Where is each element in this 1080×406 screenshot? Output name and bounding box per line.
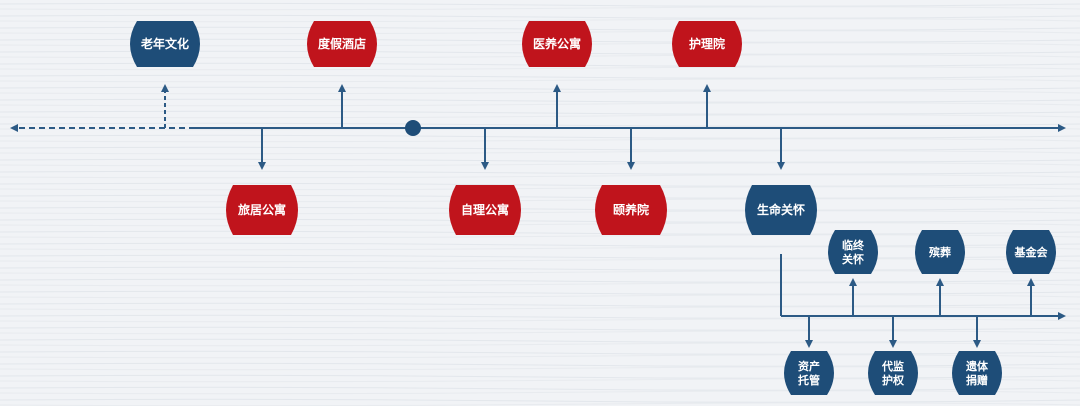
sub-upper-node-0-shape <box>828 230 878 274</box>
upper-node-1-shape <box>307 21 377 67</box>
sub-lower-node-0: 资产托管 <box>784 351 834 395</box>
sub-upper-node-0: 临终关怀 <box>828 230 878 274</box>
upper-node-2-shape <box>522 21 592 67</box>
lower-node-3: 生命关怀 <box>745 185 817 235</box>
upper-node-0: 老年文化 <box>130 21 200 67</box>
lower-node-2: 颐养院 <box>595 185 667 235</box>
lower-node-3-label: 生命关怀 <box>757 202 805 217</box>
lower-node-1-shape <box>449 185 521 235</box>
lower-node-0-label: 旅居公寓 <box>238 202 286 217</box>
sub-upper-node-0-label: 临终关怀 <box>842 238 865 266</box>
upper-node-0-label: 老年文化 <box>141 36 189 51</box>
lower-node-1-label: 自理公寓 <box>461 202 509 217</box>
sub-upper-node-1: 殡葬 <box>915 230 965 274</box>
sub-upper-node-1-label: 殡葬 <box>929 245 951 259</box>
sub-lower-node-2: 遗体捐赠 <box>952 351 1002 395</box>
lower-node-3-shape <box>745 185 817 235</box>
sub-upper-node-1-shape <box>915 230 965 274</box>
upper-node-3-label: 护理院 <box>689 36 725 51</box>
lower-node-0: 旅居公寓 <box>226 185 298 235</box>
upper-node-3: 护理院 <box>672 21 742 67</box>
upper-node-2: 医养公寓 <box>522 21 592 67</box>
upper-node-2-label: 医养公寓 <box>533 36 581 51</box>
timeline-origin-dot <box>405 120 421 136</box>
upper-node-1-label: 度假酒店 <box>318 36 366 51</box>
upper-node-0-shape <box>130 21 200 67</box>
lower-node-2-shape <box>595 185 667 235</box>
sub-lower-node-0-label: 资产托管 <box>798 359 820 387</box>
upper-node-3-shape <box>672 21 742 67</box>
sub-lower-node-2-shape <box>952 351 1002 395</box>
connector-lines <box>10 84 1066 348</box>
lower-node-0-shape <box>226 185 298 235</box>
sub-lower-node-1-shape <box>868 351 918 395</box>
sub-upper-node-2-label: 基金会 <box>1014 245 1049 259</box>
upper-node-1: 度假酒店 <box>307 21 377 67</box>
lower-node-1: 自理公寓 <box>449 185 521 235</box>
sub-lower-node-1: 代监护权 <box>868 351 918 395</box>
sub-lower-node-0-shape <box>784 351 834 395</box>
lower-node-2-label: 颐养院 <box>613 202 649 217</box>
sub-lower-node-2-label: 遗体捐赠 <box>965 359 989 387</box>
sub-upper-node-2: 基金会 <box>1006 230 1056 274</box>
sub-lower-node-1-label: 代监护权 <box>881 359 905 387</box>
sub-upper-node-2-shape <box>1006 230 1056 274</box>
